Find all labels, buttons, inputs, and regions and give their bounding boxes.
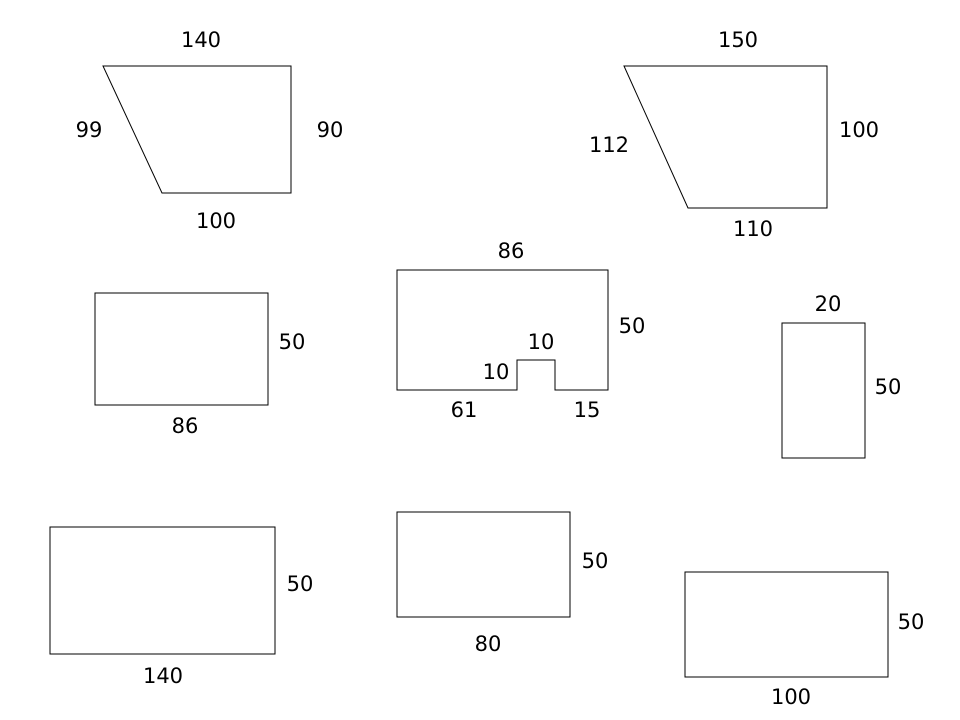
rectangle-80x50: 50 80 bbox=[396, 511, 609, 656]
trapezoid-a: 140 99 90 100 bbox=[76, 28, 344, 233]
notch-side-label: 10 bbox=[483, 360, 510, 384]
trapezoid-a-top-label: 140 bbox=[181, 28, 221, 52]
trapezoid-b-right-label: 100 bbox=[839, 118, 879, 142]
trapezoid-a-right-label: 90 bbox=[317, 118, 344, 142]
rectangle-100x50-right-label: 50 bbox=[898, 610, 925, 634]
rectangle-100x50-outline bbox=[684, 571, 889, 678]
trapezoid-a-bottom-label: 100 bbox=[196, 209, 236, 233]
rectangle-86x50-right-label: 50 bbox=[279, 330, 306, 354]
notch-top-label: 10 bbox=[528, 330, 555, 354]
rectangle-86x50: 50 86 bbox=[94, 292, 306, 438]
rectangle-86x50-bottom-label: 86 bbox=[172, 414, 199, 438]
trapezoid-b-top-label: 150 bbox=[718, 28, 758, 52]
rectangle-100x50-bottom-label: 100 bbox=[771, 685, 811, 709]
rectangle-140x50-outline bbox=[49, 526, 276, 655]
rectangle-140x50-right-label: 50 bbox=[287, 572, 314, 596]
trapezoid-b-bottom-label: 110 bbox=[733, 217, 773, 241]
rectangle-20x50: 20 50 bbox=[781, 292, 902, 459]
trapezoid-a-left-label: 99 bbox=[76, 118, 103, 142]
trapezoid-b-left-label: 112 bbox=[589, 133, 629, 157]
notched-rectangle-top-label: 86 bbox=[498, 239, 525, 263]
notched-rectangle-bottom-left-label: 61 bbox=[451, 398, 478, 422]
trapezoid-b: 150 112 100 110 bbox=[589, 28, 879, 241]
notched-rectangle-outline bbox=[396, 269, 609, 391]
rectangle-86x50-outline bbox=[94, 292, 269, 406]
rectangle-100x50: 50 100 bbox=[684, 571, 925, 709]
rectangle-80x50-bottom-label: 80 bbox=[475, 632, 502, 656]
rectangle-140x50: 50 140 bbox=[49, 526, 314, 688]
rectangle-80x50-outline bbox=[396, 511, 571, 618]
rectangle-20x50-right-label: 50 bbox=[875, 375, 902, 399]
rectangle-20x50-outline bbox=[781, 322, 866, 459]
trapezoid-a-outline bbox=[102, 65, 292, 194]
trapezoid-b-outline bbox=[623, 65, 828, 209]
notched-rectangle: 86 50 10 10 61 15 bbox=[396, 239, 646, 422]
notched-rectangle-bottom-right-label: 15 bbox=[574, 398, 601, 422]
notched-rectangle-right-label: 50 bbox=[619, 314, 646, 338]
rectangle-20x50-top-label: 20 bbox=[815, 292, 842, 316]
rectangle-140x50-bottom-label: 140 bbox=[143, 664, 183, 688]
rectangle-80x50-right-label: 50 bbox=[582, 549, 609, 573]
